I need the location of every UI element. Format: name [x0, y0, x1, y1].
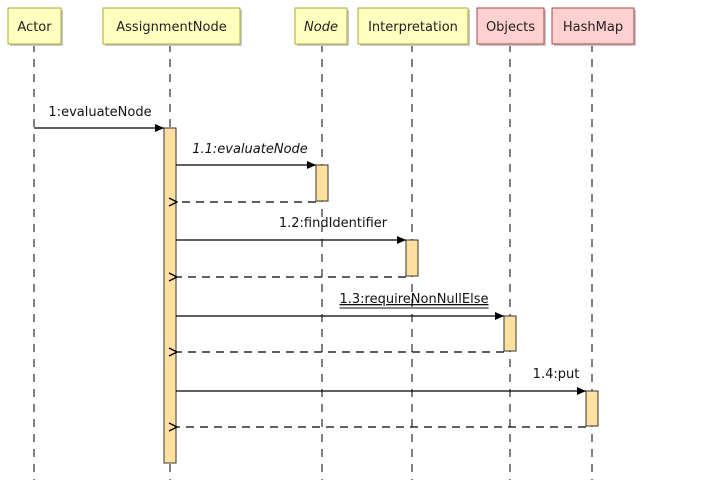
message-label: 1.4:put: [533, 367, 580, 382]
call-message-7: 1.4:put: [176, 367, 586, 395]
participant-box: [294, 7, 348, 45]
participant-objects: Objects: [476, 7, 546, 46]
participant-label: HashMap: [563, 20, 623, 35]
message-label: 1.1:evaluateNode: [192, 142, 308, 157]
activation-objects: [503, 315, 517, 352]
participant-box: [7, 7, 62, 45]
participant-label: Node: [304, 20, 338, 35]
call-message-5: 1.3:requireNonNullElse: [176, 292, 504, 320]
participant-node: Node: [294, 7, 349, 46]
message-label: 1:evaluateNode: [48, 105, 151, 120]
call-message-0: 1:evaluateNode: [34, 105, 164, 132]
participant-label: Interpretation: [368, 20, 458, 35]
activation-assignment: [163, 127, 177, 464]
call-message-1: 1.1:evaluateNode: [176, 142, 316, 169]
participant-actor: Actor: [7, 7, 63, 46]
message-label: 1.2:findIdentifier: [279, 216, 388, 231]
participant-interp: Interpretation: [357, 7, 470, 46]
participant-box: [357, 7, 469, 45]
participant-label: AssignmentNode: [116, 20, 226, 35]
message-label: 1.3:requireNonNullElse: [340, 292, 489, 307]
participant-box: [551, 7, 635, 45]
participant-box: [102, 7, 241, 45]
call-message-3: 1.2:findIdentifier: [176, 216, 406, 244]
activation-hashmap: [585, 390, 599, 427]
activation-interp: [405, 239, 419, 277]
activation-node: [315, 164, 329, 202]
participant-assignment: AssignmentNode: [102, 7, 242, 46]
participant-label: Actor: [17, 20, 52, 35]
participant-hashmap: HashMap: [551, 7, 636, 46]
participant-label: Objects: [486, 20, 535, 35]
participant-box: [476, 7, 545, 45]
